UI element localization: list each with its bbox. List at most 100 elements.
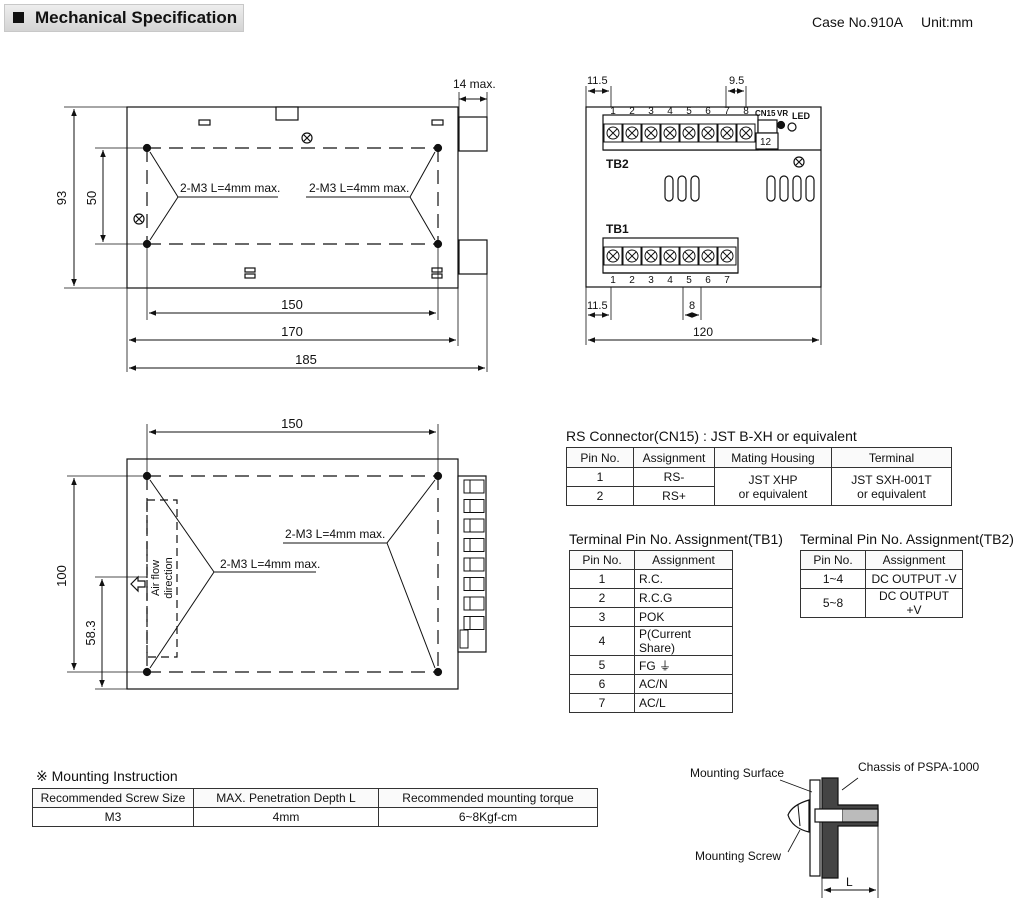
cn15-connector — [757, 119, 778, 134]
rs-connector-title: RS Connector(CN15) : JST B-XH or equival… — [566, 428, 857, 444]
table-row: 2 RS+ — [566, 486, 952, 506]
assignment-cell: RS+ — [633, 486, 715, 506]
airflow-arrow-icon — [130, 575, 146, 593]
dim-8: 8 — [689, 300, 695, 312]
screw-size-cell: M3 — [32, 807, 194, 827]
terminal-screw-icon — [717, 123, 737, 143]
mating-housing-cell: JST XHP or equivalent — [714, 467, 832, 506]
terminal-pin-number: 4 — [667, 275, 673, 286]
cn15-label: CN15 — [755, 109, 776, 118]
terminal-line1: JST SXH-001T — [851, 472, 932, 487]
terminal-tab — [463, 538, 485, 552]
assignment-cell: AC/L — [634, 693, 733, 713]
mounting-surface-label: Mounting Surface — [690, 766, 784, 780]
terminal-pin-number: 5 — [686, 275, 692, 286]
screw-head-icon — [787, 799, 810, 833]
terminal-pin-number: 7 — [724, 106, 730, 117]
terminal-tab — [463, 616, 485, 630]
terminal-screw-icon — [660, 246, 680, 266]
terminal-tab — [463, 518, 485, 533]
case-info: Case No.910A Unit:mm — [812, 14, 987, 30]
terminal-tab — [463, 596, 485, 611]
housing-line2: or equivalent — [738, 486, 808, 501]
chassis-label: Chassis of PSPA-1000 — [858, 760, 979, 774]
screw-label-bottom-left: 2-M3 L=4mm max. — [220, 557, 320, 571]
table-header: Recommended Screw Size — [32, 788, 194, 808]
terminal-screw-icon — [660, 123, 680, 143]
terminal-pin-number: 2 — [629, 275, 635, 286]
mounting-diagram-labels: Mounting Surface Chassis of PSPA-1000 Mo… — [690, 760, 979, 889]
tb1-label: TB1 — [606, 222, 629, 236]
rs-connector-table: Pin No. Assignment Mating Housing Termin… — [566, 447, 952, 506]
screw-label-top-right: 2-M3 L=4mm max. — [309, 181, 409, 195]
terminal-pin-number: 6 — [705, 275, 711, 286]
assignment-cell: FG ⏚ — [634, 655, 733, 675]
mounting-instruction-title: ※ Mounting Instruction — [36, 768, 178, 784]
pin-cell: 5 — [569, 655, 635, 675]
pin-cell: 7 — [569, 693, 635, 713]
mounting-screw-label: Mounting Screw — [695, 849, 781, 863]
assignment-cell: RS- — [633, 467, 715, 487]
cn15-pin-numbers: 12 — [760, 137, 772, 148]
pin-cell: 5~8 — [800, 588, 866, 618]
table-header: Recommended mounting torque — [378, 788, 598, 808]
tb2-label: TB2 — [606, 157, 629, 171]
mounting-instruction-table: Recommended Screw Size MAX. Penetration … — [32, 788, 598, 827]
mounting-surface-plate — [809, 779, 821, 877]
pin-cell: 6 — [569, 674, 635, 694]
l-dimension-label: L — [846, 875, 853, 889]
table-header: Pin No. — [569, 550, 635, 570]
tb1-screws — [603, 246, 737, 266]
dim-50: 50 — [84, 191, 99, 205]
tb2-screws — [603, 123, 756, 143]
section-header: Mechanical Specification — [4, 4, 244, 32]
airflow-text-line1: Air flow — [150, 560, 162, 596]
terminal-tab — [463, 557, 485, 572]
dim-170: 170 — [281, 324, 303, 339]
pin-cell: 2 — [569, 588, 635, 608]
tb1-pin-labels: 1 2 3 4 5 6 7 — [610, 275, 730, 286]
terminal-screw-icon — [717, 246, 737, 266]
screw-label-top-left: 2-M3 L=4mm max. — [180, 181, 280, 195]
table-header: Pin No. — [566, 447, 634, 468]
dim-150-bottom: 150 — [281, 416, 303, 431]
terminal-screw-icon — [603, 123, 623, 143]
table-header: MAX. Penetration Depth L — [193, 788, 379, 808]
terminal-pin-number: 1 — [610, 275, 616, 286]
terminal-pin-number: 3 — [648, 106, 654, 117]
terminal-screw-icon — [641, 246, 661, 266]
terminal-screw-icon — [698, 123, 718, 143]
terminal-tab — [463, 577, 485, 591]
square-bullet-icon — [13, 12, 24, 23]
tb1-table-title: Terminal Pin No. Assignment(TB1) — [569, 531, 783, 547]
dim-9-5: 9.5 — [729, 75, 744, 87]
assignment-cell: DC OUTPUT +V — [865, 588, 963, 618]
tb2-table-title: Terminal Pin No. Assignment(TB2) — [800, 531, 1014, 547]
dim-120: 120 — [693, 325, 713, 339]
dim-14max: 14 max. — [453, 77, 496, 91]
terminal-screw-icon — [679, 246, 699, 266]
dim-58-3: 58.3 — [83, 620, 98, 645]
terminal-screw-icon — [736, 123, 756, 143]
terminal-pin-number: 7 — [724, 275, 730, 286]
pin-cell: 1~4 — [800, 569, 866, 589]
table-header: Assignment — [865, 550, 963, 570]
front-view — [585, 86, 822, 345]
terminal-pin-number: 3 — [648, 275, 654, 286]
bottom-view-labels: 150 100 58.3 2-M3 L=4mm max. 2-M3 L=4mm … — [54, 416, 385, 646]
dim-100: 100 — [54, 565, 69, 587]
terminal-screw-icon — [622, 246, 642, 266]
penetration-depth-cell: 4mm — [193, 807, 379, 827]
terminal-line2: or equivalent — [857, 486, 926, 501]
vr-label: VR — [777, 109, 788, 118]
case-number: Case No.910A — [812, 14, 904, 30]
pin-cell: 1 — [569, 569, 635, 589]
chassis-part — [821, 777, 879, 879]
